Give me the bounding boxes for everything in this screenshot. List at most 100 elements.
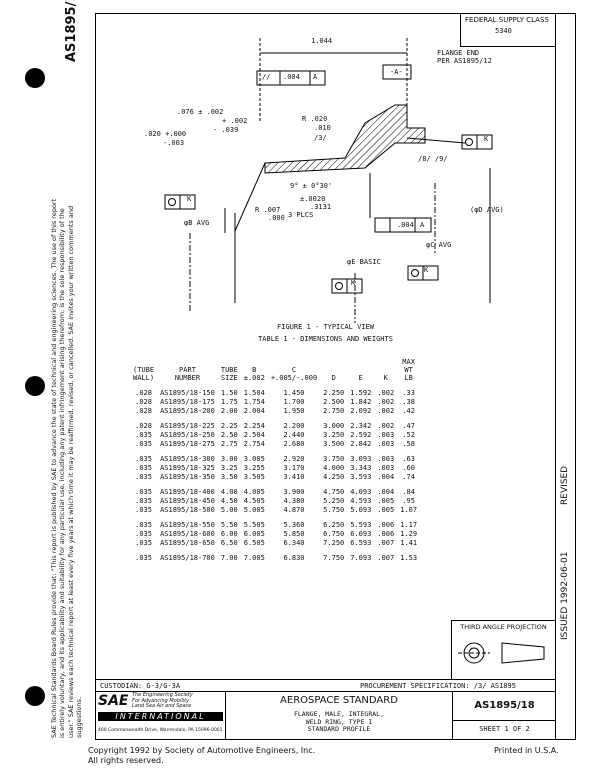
table-cell: 7.093 bbox=[350, 554, 372, 562]
custodian: CUSTODIAN: G-3/G-3A bbox=[100, 682, 181, 690]
phi-e: φE BASIC bbox=[347, 258, 381, 266]
tb-line-2 bbox=[95, 691, 556, 692]
fcf-mid-frame bbox=[374, 217, 432, 233]
table-cell: .028 bbox=[135, 389, 152, 397]
table-cell: .028 bbox=[135, 398, 152, 406]
table-cell: 3.25 bbox=[220, 464, 238, 472]
table-header-cell: PART NUMBER bbox=[174, 366, 201, 382]
table-cell: 2.50 bbox=[220, 431, 238, 439]
dim-076: .076 ± .002 bbox=[177, 108, 224, 116]
fcf-k-left-label: K bbox=[187, 195, 192, 203]
table-cell: 3.750 bbox=[323, 455, 345, 463]
table-cell: 4.50 bbox=[220, 497, 238, 505]
table-cell: .84 bbox=[402, 488, 415, 496]
printed-in: Printed in U.S.A. bbox=[494, 746, 559, 755]
fcf-top-ref: A bbox=[313, 73, 318, 81]
table-cell: 1.450 bbox=[283, 389, 305, 397]
table-cell: AS1895/18-200 bbox=[160, 407, 215, 415]
sae-tag-3: Land Sea Air and Space bbox=[132, 703, 192, 709]
table-cell: 5.593 bbox=[350, 521, 372, 529]
table-cell: .002 bbox=[377, 407, 395, 415]
table-header-cell: E bbox=[358, 374, 363, 382]
dim-039: - .039 bbox=[213, 126, 239, 134]
table-cell: 3.900 bbox=[283, 488, 305, 496]
fsc-value: 5340 bbox=[495, 27, 512, 35]
table-cell: 4.250 bbox=[323, 473, 345, 481]
fcf-mid-tol: .004 bbox=[397, 221, 414, 229]
table-cell: .035 bbox=[135, 440, 152, 448]
table-cell: 3.000 bbox=[323, 422, 345, 430]
table-cell: 1.75 bbox=[220, 398, 238, 406]
table-cell: .95 bbox=[402, 497, 415, 505]
table-cell: 1.842 bbox=[350, 398, 372, 406]
table-cell: 4.00 bbox=[220, 488, 238, 496]
table-cell: 4.093 bbox=[350, 488, 372, 496]
r-ref: /3/ bbox=[314, 134, 327, 142]
fcf-top-frame bbox=[256, 70, 326, 86]
doc-title: FLANGE, MALE, INTEGRAL, WELD RING, TYPE … bbox=[226, 710, 452, 734]
table-cell: .028 bbox=[135, 422, 152, 430]
table-cell: 6.593 bbox=[350, 539, 372, 547]
table-cell: .004 bbox=[377, 473, 395, 481]
table-cell: 5.250 bbox=[323, 497, 345, 505]
leader-89 bbox=[406, 137, 466, 144]
b9-label: /8/ /9/ bbox=[418, 155, 448, 163]
table-cell: AS1895/18-175 bbox=[160, 398, 215, 406]
table-cell: AS1895/18-600 bbox=[160, 530, 215, 538]
issued-date: ISSUED 1992-06-01 bbox=[560, 551, 570, 640]
copyright: Copyright 1992 by Society of Automotive … bbox=[88, 746, 316, 755]
datum-a-frame bbox=[382, 64, 412, 80]
table-cell: .035 bbox=[135, 506, 152, 514]
table-cell: .42 bbox=[402, 407, 415, 415]
table-cell: 3.343 bbox=[350, 464, 372, 472]
angle-dim: 9° ± 0°30' bbox=[290, 182, 333, 190]
table-cell: 2.254 bbox=[243, 422, 265, 430]
table-header-cell: K bbox=[383, 374, 388, 382]
table-cell: 6.005 bbox=[243, 530, 265, 538]
table-cell: AS1895/18-300 bbox=[160, 455, 215, 463]
table-cell: 1.17 bbox=[400, 521, 418, 529]
table-cell: 3.505 bbox=[243, 473, 265, 481]
tb-vline-1 bbox=[225, 691, 226, 740]
sae-tag-2: For Advancing Mobility bbox=[132, 697, 190, 704]
table-cell: .006 bbox=[377, 521, 395, 529]
table-cell: .007 bbox=[377, 554, 395, 562]
table-cell: 2.25 bbox=[220, 422, 238, 430]
table-cell: 3.410 bbox=[283, 473, 305, 481]
table-cell: AS1895/18-400 bbox=[160, 488, 215, 496]
table-cell: AS1895/18-500 bbox=[160, 506, 215, 514]
dim-1044: 1.044 bbox=[311, 37, 333, 45]
table-cell: .33 bbox=[402, 389, 415, 397]
table-cell: 5.360 bbox=[283, 521, 305, 529]
table-cell: 7.005 bbox=[243, 554, 265, 562]
dim-0020: ±.0020 bbox=[300, 195, 326, 203]
table-cell: 2.754 bbox=[243, 440, 265, 448]
table-cell: .035 bbox=[135, 473, 152, 481]
table-cell: .005 bbox=[377, 497, 395, 505]
table-cell: .035 bbox=[135, 497, 152, 505]
table-cell: .74 bbox=[402, 473, 415, 481]
table-cell: 1.504 bbox=[243, 389, 265, 397]
federal-supply-class-box: FEDERAL SUPPLY CLASS 5340 bbox=[460, 13, 556, 47]
table-cell: 3.093 bbox=[350, 455, 372, 463]
third-angle-label: THIRD ANGLE PROJECTION bbox=[460, 623, 547, 631]
r-020: R .020 bbox=[302, 115, 328, 123]
table-cell: 2.500 bbox=[323, 398, 345, 406]
table-cell: 6.340 bbox=[283, 539, 305, 547]
table-cell: .035 bbox=[135, 431, 152, 439]
table-cell: 6.50 bbox=[220, 539, 238, 547]
tb-line-1 bbox=[95, 679, 556, 680]
table-cell: 4.593 bbox=[350, 497, 372, 505]
table-cell: .035 bbox=[135, 488, 152, 496]
table-cell: 2.004 bbox=[243, 407, 265, 415]
dim-020: .020 +.000 bbox=[144, 130, 187, 138]
fcf-k-bottom-label: K bbox=[351, 279, 356, 287]
table-cell: .004 bbox=[377, 488, 395, 496]
